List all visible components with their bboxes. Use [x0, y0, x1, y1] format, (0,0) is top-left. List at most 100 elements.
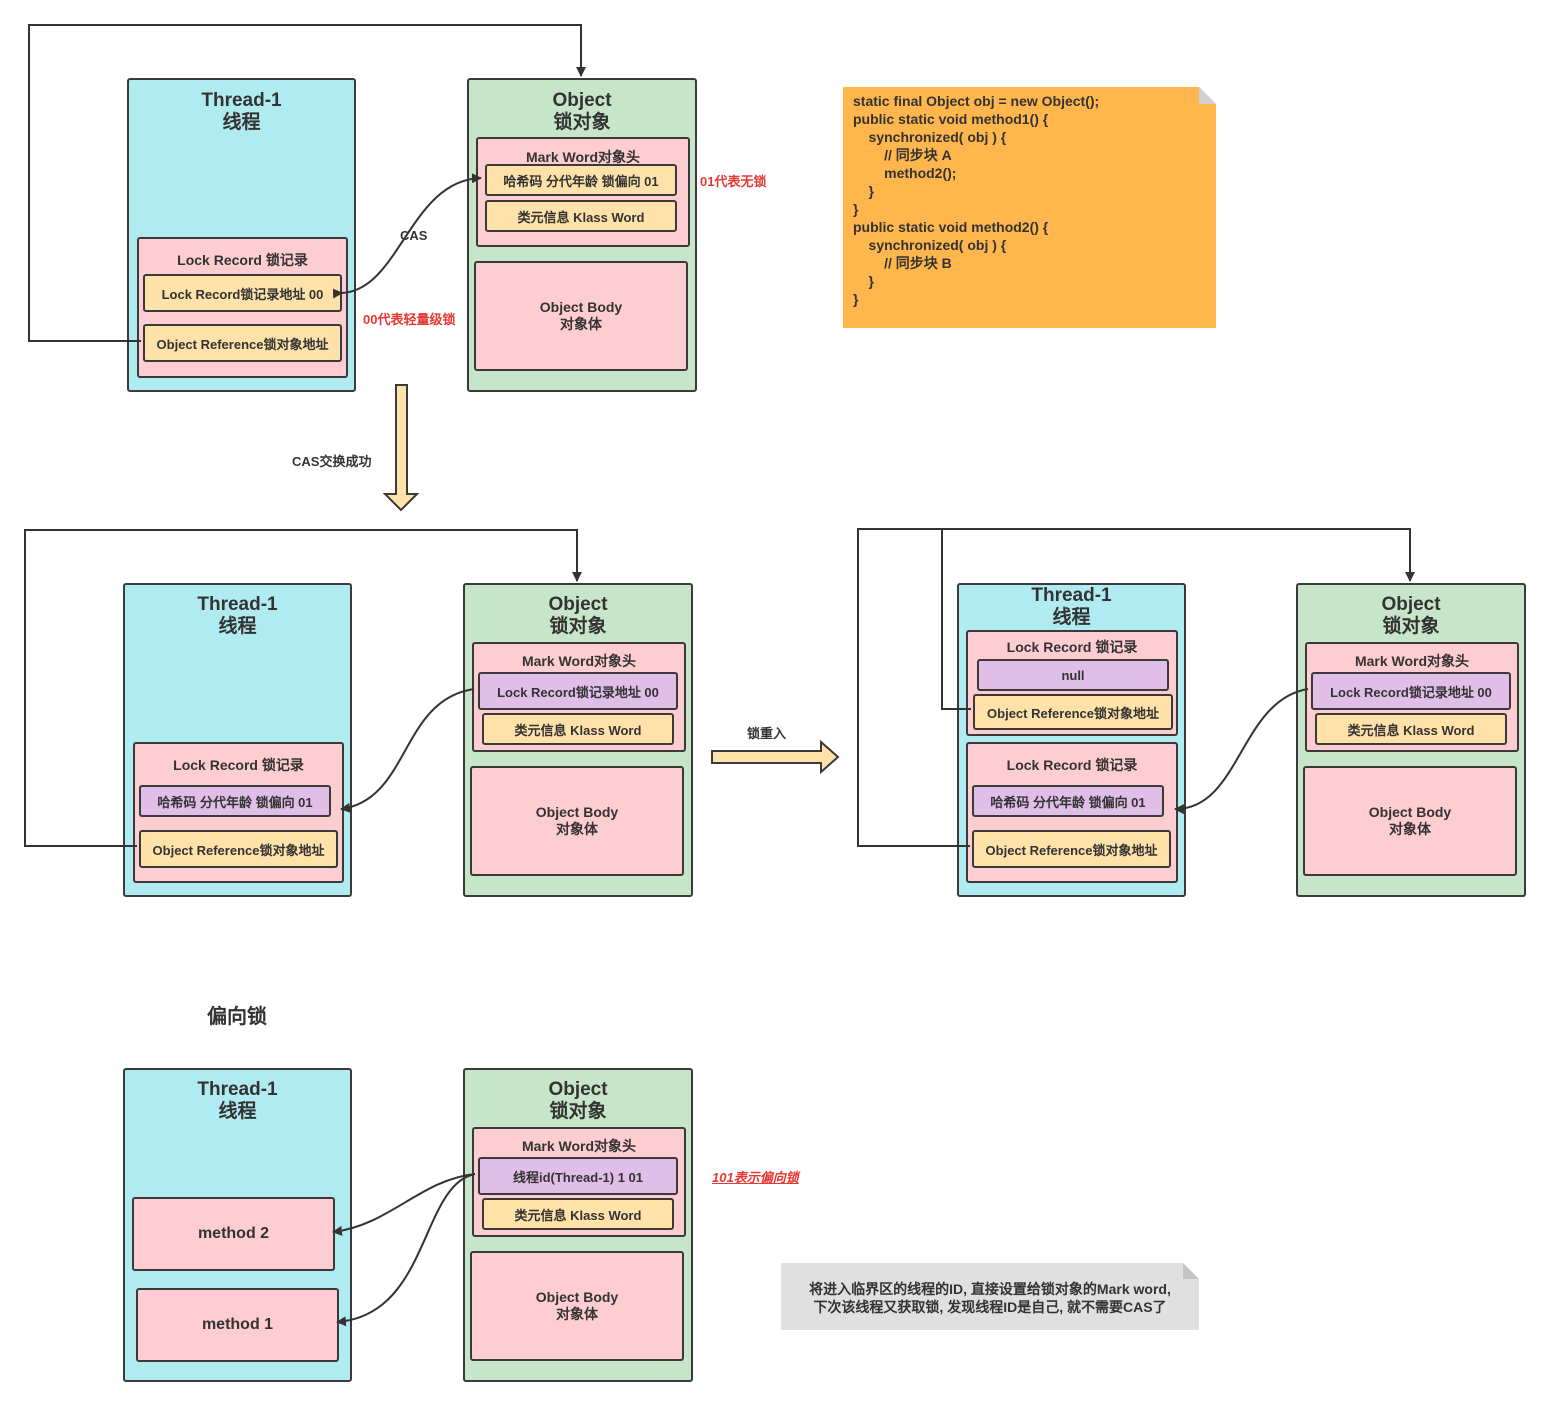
biased-object-title-cn: 锁对象: [549, 1101, 607, 1122]
mid-left-object-body-text: Object Body 对象体: [472, 804, 682, 838]
top-lock-record: Lock Record 锁记录 Lock Record锁记录地址 00 Obje…: [137, 237, 348, 378]
code-line: }: [853, 201, 859, 217]
biased-method2-connector: [332, 1173, 476, 1236]
top-lock-record-label: Lock Record 锁记录: [177, 252, 308, 268]
mid-left-object-body-en: Object Body: [535, 804, 619, 820]
mid-left-lock-record-label: Lock Record 锁记录: [173, 757, 304, 773]
code-note-fold: [1199, 87, 1216, 104]
explanation-note: 将进入临界区的线程的ID, 直接设置给锁对象的Mark word, 下次该线程又…: [781, 1263, 1199, 1330]
top-cas-connector: [332, 173, 482, 299]
mid-right-mark-word: Mark Word对象头 Lock Record锁记录地址 00 类元信息 Kl…: [1305, 642, 1519, 752]
mid-left-lock-record-slot2: Object Reference锁对象地址: [139, 830, 338, 868]
code-line: public static void method1() {: [853, 111, 1049, 127]
mid-left-object-title-en: Object: [548, 594, 608, 615]
mid-right-object-body-cn: 对象体: [1389, 821, 1431, 837]
biased-thread-box: Thread-1 线程 method 2 method 1: [123, 1068, 352, 1382]
code-line: // 同步块 A: [853, 147, 952, 163]
top-lock-record-slot1: Lock Record锁记录地址 00: [143, 274, 342, 312]
code-line: }: [853, 183, 875, 199]
code-line: }: [853, 291, 859, 307]
mid-right-object-body: Object Body 对象体: [1303, 766, 1517, 876]
code-block: static final Object obj = new Object(); p…: [853, 92, 1099, 308]
explanation-line2: 下次该线程又获取锁, 发现线程ID是自己, 就不需要CAS了: [813, 1299, 1167, 1315]
mid-left-reference-connector: [24, 529, 582, 847]
biased-method1-connector: [336, 1173, 476, 1327]
biased-mark-word-slot2: 类元信息 Klass Word: [482, 1198, 674, 1230]
top-object-body-cn: 对象体: [560, 316, 602, 332]
mid-right-object-box: Object 锁对象 Mark Word对象头 Lock Record锁记录地址…: [1296, 583, 1526, 897]
top-object-title-cn: 锁对象: [553, 112, 611, 133]
mid-right-object-body-en: Object Body: [1368, 804, 1452, 820]
top-object-title-en: Object: [552, 90, 612, 111]
biased-mark-word-label: Mark Word对象头: [521, 1138, 637, 1154]
explanation-line1: 将进入临界区的线程的ID, 直接设置给锁对象的Mark word,: [809, 1281, 1171, 1297]
biased-object-body-en: Object Body: [535, 1289, 619, 1305]
top-reference-connector: [28, 24, 586, 342]
code-line: synchronized( obj ) {: [853, 237, 1007, 253]
mid-right-reference-connector-1: [941, 529, 971, 710]
mid-left-lock-record-slot1: 哈希码 分代年龄 锁偏向 01: [139, 785, 331, 817]
code-line: public static void method2() {: [853, 219, 1049, 235]
mid-right-record2-slot2: Object Reference锁对象地址: [972, 830, 1171, 868]
reentry-label: 锁重入: [747, 726, 787, 741]
biased-thread-title-en: Thread-1: [197, 1079, 278, 1100]
cas-success-label: CAS交换成功: [292, 454, 372, 469]
mid-left-mark-word-label: Mark Word对象头: [521, 653, 637, 669]
mid-right-record1-label: Lock Record 锁记录: [1006, 639, 1138, 655]
note-unlocked: 01代表无锁: [700, 174, 767, 189]
reentry-arrow: [711, 739, 840, 775]
mid-right-thread-box: Thread-1 线程 Lock Record 锁记录 null Object …: [957, 583, 1186, 897]
top-object-body-en: Object Body: [539, 299, 623, 315]
note-biased: 101表示偏向锁: [712, 1170, 799, 1185]
mid-left-thread-box: Thread-1 线程 Lock Record 锁记录 哈希码 分代年龄 锁偏向…: [123, 583, 352, 897]
cas-success-arrow: [382, 384, 420, 512]
biased-heading: 偏向锁: [207, 1006, 267, 1028]
biased-object-box: Object 锁对象 Mark Word对象头 线程id(Thread-1) 1…: [463, 1068, 693, 1382]
mid-right-record1-slot2: Object Reference锁对象地址: [973, 694, 1173, 730]
top-thread-title-cn: 线程: [222, 112, 261, 133]
mid-left-thread-title-cn: 线程: [218, 616, 257, 637]
mid-right-object-body-text: Object Body 对象体: [1305, 804, 1515, 838]
mid-right-record2-label: Lock Record 锁记录: [1006, 757, 1138, 773]
biased-method2: method 2: [132, 1197, 335, 1271]
mid-right-record2-slot1: 哈希码 分代年龄 锁偏向 01: [972, 785, 1164, 817]
mid-right-thread-title-en: Thread-1: [1031, 585, 1112, 606]
mid-right-reference-connector-2: [857, 528, 1415, 847]
top-object-body: Object Body 对象体: [474, 261, 688, 371]
biased-method1: method 1: [136, 1288, 339, 1362]
mid-right-lock-record-2: Lock Record 锁记录 哈希码 分代年龄 锁偏向 01 Object R…: [966, 742, 1178, 883]
biased-object-body-text: Object Body 对象体: [472, 1289, 682, 1323]
mid-left-swap-connector: [340, 688, 475, 813]
code-line: synchronized( obj ) {: [853, 129, 1007, 145]
mid-left-mark-word: Mark Word对象头 Lock Record锁记录地址 00 类元信息 Kl…: [472, 642, 686, 752]
top-mark-word-slot2: 类元信息 Klass Word: [485, 200, 677, 232]
mid-right-swap-connector: [1174, 688, 1309, 815]
mid-right-mark-word-slot2: 类元信息 Klass Word: [1315, 713, 1507, 745]
code-line: // 同步块 B: [853, 255, 952, 271]
top-thread-box: Thread-1 线程 Lock Record 锁记录 Lock Record锁…: [127, 78, 356, 392]
mid-right-object-title-en: Object: [1381, 594, 1441, 615]
mid-right-mark-word-slot1: Lock Record锁记录地址 00: [1311, 672, 1511, 710]
mid-left-object-box: Object 锁对象 Mark Word对象头 Lock Record锁记录地址…: [463, 583, 693, 897]
biased-object-title-en: Object: [548, 1079, 608, 1100]
biased-mark-word-slot1: 线程id(Thread-1) 1 01: [478, 1157, 678, 1195]
mid-left-mark-word-slot2: 类元信息 Klass Word: [482, 713, 674, 745]
explanation-note-fold: [1183, 1263, 1199, 1279]
mid-left-thread-title-en: Thread-1: [197, 594, 278, 615]
top-object-box: Object 锁对象 Mark Word对象头 哈希码 分代年龄 锁偏向 01 …: [467, 78, 697, 392]
note-lightweight: 00代表轻量级锁: [363, 312, 456, 327]
top-mark-word-slot1: 哈希码 分代年龄 锁偏向 01: [485, 164, 677, 196]
code-line: method2();: [853, 165, 957, 181]
biased-mark-word: Mark Word对象头 线程id(Thread-1) 1 01 类元信息 Kl…: [472, 1127, 686, 1237]
code-line: static final Object obj = new Object();: [853, 93, 1100, 109]
mid-right-record1-slot1: null: [977, 659, 1169, 691]
biased-thread-title-cn: 线程: [218, 1101, 257, 1122]
mid-left-lock-record: Lock Record 锁记录 哈希码 分代年龄 锁偏向 01 Object R…: [133, 742, 344, 883]
top-thread-title-en: Thread-1: [201, 90, 282, 111]
code-line: }: [853, 273, 875, 289]
mid-left-object-body: Object Body 对象体: [470, 766, 684, 876]
mid-right-mark-word-label: Mark Word对象头: [1354, 653, 1470, 669]
top-object-body-text: Object Body 对象体: [476, 299, 686, 333]
top-mark-word: Mark Word对象头 哈希码 分代年龄 锁偏向 01 类元信息 Klass …: [476, 137, 690, 247]
